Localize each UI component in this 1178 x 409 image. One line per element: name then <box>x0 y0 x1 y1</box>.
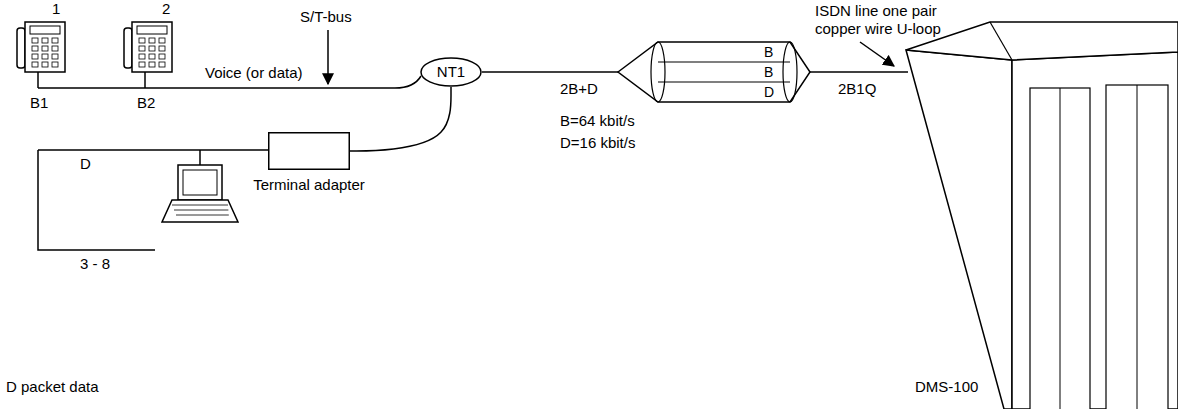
node-outline <box>268 132 350 170</box>
rate-note: B=64 kbit/s <box>560 112 635 130</box>
edge-label: 2B1Q <box>838 80 876 98</box>
channel-name: B1 <box>30 94 48 112</box>
building-side <box>906 50 1012 409</box>
box-outline <box>269 133 350 170</box>
cable-end <box>783 42 797 102</box>
connector <box>482 71 618 73</box>
telephone-icon <box>17 22 65 72</box>
building-roof <box>906 22 1178 60</box>
node-label: DMS-100 <box>915 378 978 396</box>
nt1-oval: NT1 <box>420 57 482 87</box>
node-outline <box>908 20 1178 409</box>
laptop-icon <box>162 165 238 222</box>
line-art <box>178 165 222 200</box>
terminal-range: 3 - 8 <box>80 255 110 273</box>
line-art <box>162 200 238 222</box>
callout-number: 1 <box>52 0 60 18</box>
edge-label: 2B+D <box>560 80 598 98</box>
window-pane <box>1030 88 1090 409</box>
stub-wire <box>144 72 146 88</box>
cable-outline <box>618 42 810 102</box>
rate-note: D=16 kbit/s <box>560 134 635 152</box>
stub-wire <box>199 150 201 165</box>
channel-letter: B <box>764 43 773 61</box>
bus-wire <box>38 150 155 250</box>
pointer-arrow <box>860 42 894 66</box>
line-art <box>174 210 228 211</box>
stub-wire <box>37 72 39 88</box>
channel-name: B2 <box>137 94 155 112</box>
node-outline <box>618 38 810 106</box>
oval-outline <box>421 58 481 86</box>
line-art <box>183 170 217 195</box>
line-art <box>172 205 228 206</box>
bus-note: Voice (or data) <box>205 64 303 82</box>
channel-name: D <box>80 155 91 173</box>
line-note: ISDN line one pair copper wire U-loop <box>815 2 975 38</box>
wire-divider <box>658 81 790 82</box>
cable-end <box>651 42 665 102</box>
roof-edge <box>990 22 1012 60</box>
caption-note: D packet data <box>6 378 99 396</box>
node-label: NT1 <box>437 63 465 81</box>
connector <box>810 71 908 73</box>
callout-number: 2 <box>162 0 170 18</box>
window-mullion <box>1137 85 1138 409</box>
line-art <box>172 205 229 215</box>
wire-divider <box>658 61 790 62</box>
channel-letter: B <box>764 63 773 81</box>
bus-wire <box>38 149 268 151</box>
cable-bundle: BBD <box>618 38 810 106</box>
connector <box>350 87 451 151</box>
channel-letter: D <box>764 83 774 101</box>
pointer-arrow <box>327 30 329 84</box>
window-pane <box>1106 85 1168 409</box>
window-mullion <box>1060 88 1061 409</box>
line-art <box>176 215 229 216</box>
bus-name: S/T-bus <box>300 8 352 26</box>
exchange-building: DMS-100 <box>908 20 1178 409</box>
node-label: Terminal adapter <box>253 176 365 194</box>
terminal-adapter-box: Terminal adapter <box>268 132 350 170</box>
telephone-icon <box>124 22 172 72</box>
